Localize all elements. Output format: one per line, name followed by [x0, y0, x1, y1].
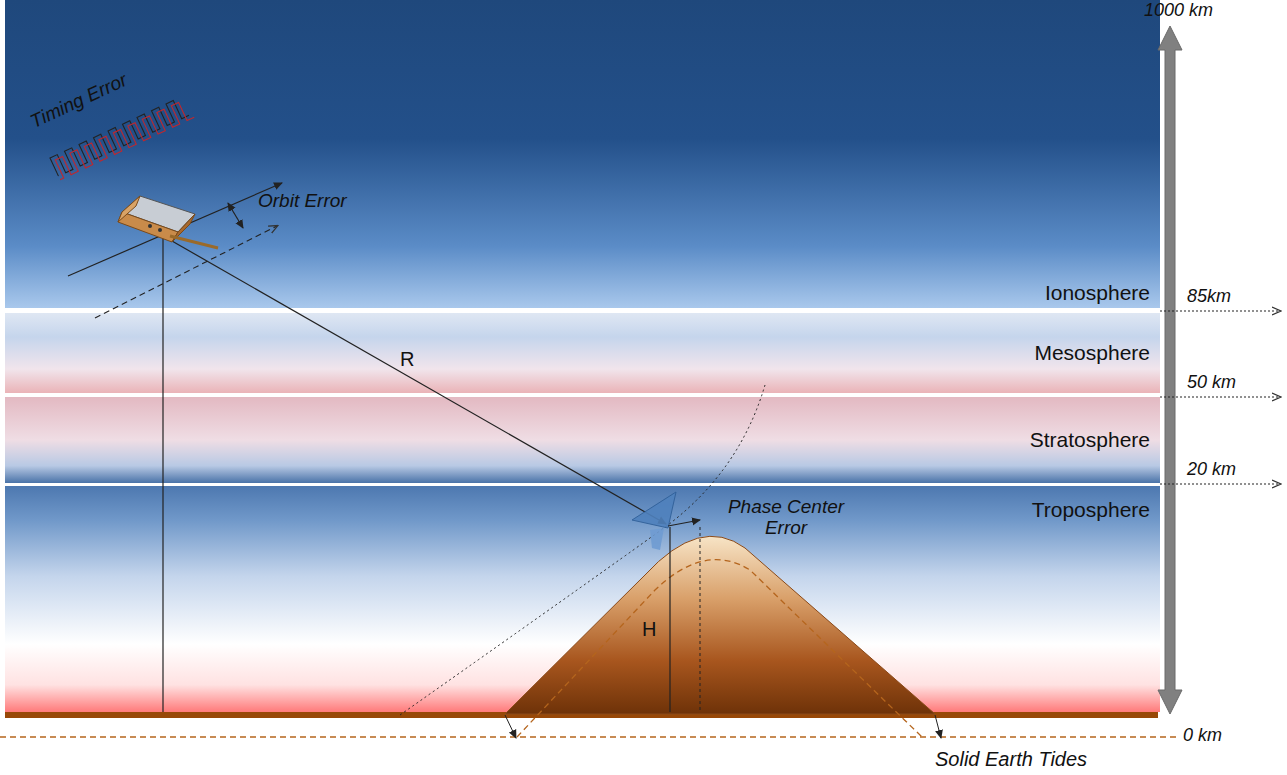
error-label: Timing Error: [27, 70, 130, 133]
height-label: H: [642, 618, 656, 640]
antenna: [632, 492, 676, 528]
altitude-label: 20 km: [1187, 460, 1236, 480]
layer-name: Stratosphere: [1030, 428, 1150, 451]
tide-ground-line: [0, 736, 1180, 737]
error-label: Phase Center Error: [706, 497, 866, 539]
antenna-base: [650, 528, 664, 550]
satellite: [118, 196, 218, 248]
range-line: [165, 237, 666, 524]
true-height-line: [700, 527, 701, 712]
altitude-tick: [1160, 310, 1280, 311]
error-label: Orbit Error: [258, 191, 347, 212]
altitude-scale-arrow: [1158, 26, 1182, 714]
altitude-label: 1000 km: [1144, 1, 1213, 21]
altitude-label: 50 km: [1187, 373, 1236, 393]
altitude-tick: [1160, 396, 1280, 397]
nadir-line: [162, 238, 163, 712]
tide-arrow: [505, 715, 516, 738]
height-line: [669, 527, 670, 712]
altitude-label: 85km: [1187, 287, 1231, 307]
layer-name: Mesosphere: [1034, 341, 1150, 364]
altitude-label: 0 km: [1183, 726, 1222, 746]
true-orbit-line: [95, 226, 277, 318]
orbit-error-arrow: [228, 203, 243, 228]
tide-arrow: [935, 715, 941, 738]
orbit-line: [68, 183, 282, 276]
atmosphere-band: Stratosphere: [5, 397, 1160, 483]
layer-name: Troposphere: [1032, 498, 1150, 521]
layer-name: Ionosphere: [1045, 281, 1150, 304]
atmosphere-band: Mesosphere: [5, 313, 1160, 393]
range-label: R: [400, 348, 414, 370]
altitude-tick: [1160, 483, 1280, 484]
phase-center-arrow: [668, 520, 700, 526]
ray-path: [400, 385, 765, 715]
displaced-mountain: [517, 560, 922, 737]
atmosphere-band: Ionosphere: [5, 0, 1160, 308]
error-label: Solid Earth Tides: [935, 748, 1087, 770]
